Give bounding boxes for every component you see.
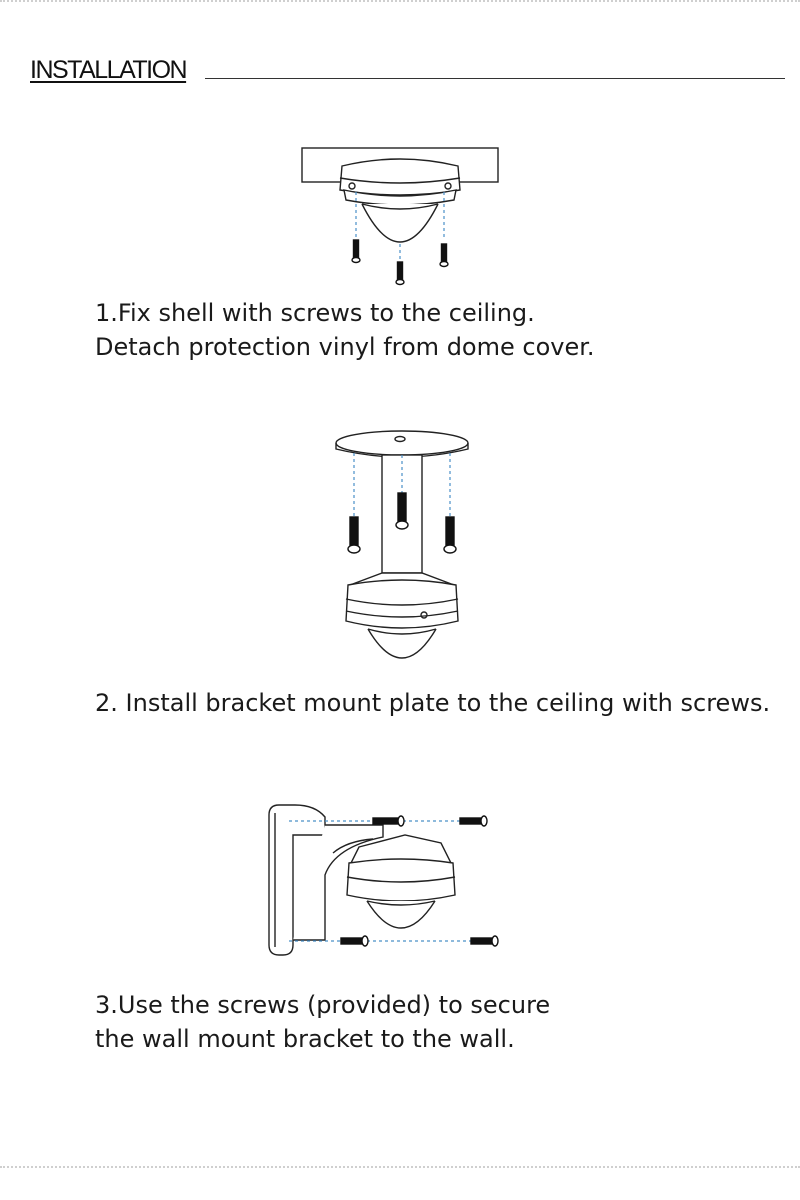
- step-3-line-2: the wall mount bracket to the wall.: [95, 1025, 515, 1053]
- top-dotted-border: [0, 0, 800, 2]
- section-title: INSTALLATION: [30, 56, 188, 84]
- wall-mount-bracket-illustration: [268, 804, 499, 956]
- step-1-instruction: 1.Fix shell with screws to the ceiling. …: [95, 296, 595, 364]
- step-3-line-1: 3.Use the screws (provided) to secure: [95, 991, 551, 1019]
- step-1-line-1: 1.Fix shell with screws to the ceiling.: [95, 299, 535, 327]
- pendant-bracket-mount-illustration: [335, 430, 469, 659]
- step-1-line-2: Detach protection vinyl from dome cover.: [95, 333, 595, 361]
- step-2-instruction: 2. Install bracket mount plate to the ce…: [95, 686, 770, 720]
- step-2-line-1: 2. Install bracket mount plate to the ce…: [95, 689, 771, 717]
- ceiling-dome-camera-illustration: [301, 147, 499, 286]
- title-rule: [205, 78, 785, 79]
- bottom-dotted-border: [0, 1166, 800, 1168]
- step-3-instruction: 3.Use the screws (provided) to secure th…: [95, 988, 550, 1056]
